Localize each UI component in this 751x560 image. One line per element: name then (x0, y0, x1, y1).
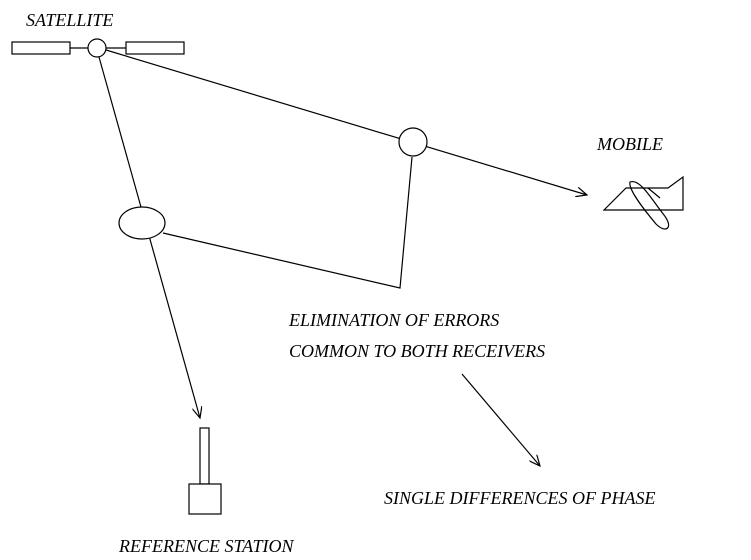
signal-to-mobile (105, 49, 587, 195)
result-arrow (461, 373, 540, 466)
error-ellipse-reference-path (118, 206, 166, 240)
reference-station-label: REFERENCE STATION (118, 536, 294, 556)
single-differences-label: SINGLE DIFFERENCES OF PHASE (384, 488, 655, 508)
reference-station-icon (188, 427, 222, 515)
mobile-label: MOBILE (596, 134, 663, 154)
elimination-label-line1: ELIMINATION OF ERRORS (288, 310, 499, 330)
satellite-icon (11, 38, 185, 58)
elimination-label-line2: COMMON TO BOTH RECEIVERS (289, 341, 545, 361)
error-ellipse-mobile-path (398, 127, 428, 157)
elimination-connector (162, 156, 413, 289)
satellite-label: SATELLITE (26, 10, 113, 30)
aircraft-icon (602, 175, 684, 230)
